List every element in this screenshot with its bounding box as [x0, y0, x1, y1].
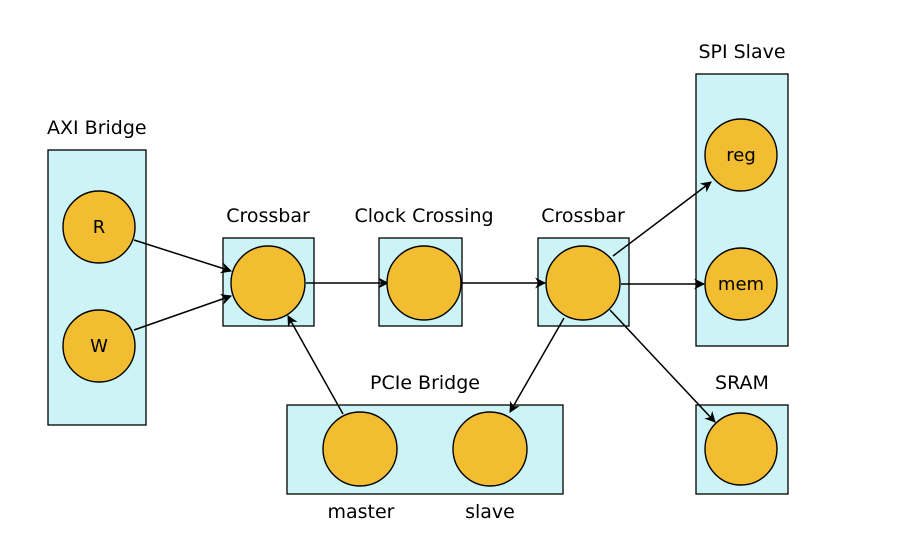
edge-crossbar-2-to-pcie-slave — [509, 317, 565, 413]
clock-crossing-node — [386, 245, 462, 321]
crossbar-1-label: Crossbar — [226, 205, 310, 227]
pcie-master-label: master — [327, 501, 394, 523]
sram-label: SRAM — [715, 372, 769, 394]
edge-w-to-crossbar-1 — [133, 294, 233, 331]
axi-bridge-label: AXI Bridge — [47, 117, 147, 139]
axi-w-node — [62, 309, 136, 383]
clock-crossing-label: Clock Crossing — [354, 205, 493, 227]
pcie-master-node — [322, 411, 398, 487]
pcie-slave-label: slave — [465, 501, 515, 523]
spi-reg-label: reg — [726, 145, 756, 166]
crossbar-1-node — [230, 245, 306, 321]
edge-crossbar-2-to-reg — [612, 181, 712, 257]
spi-mem-label: mem — [718, 274, 764, 295]
edge-pcie-master-to-crossbar-1 — [287, 315, 344, 415]
crossbar-2-node — [545, 245, 621, 321]
axi-r-label: R — [93, 217, 106, 238]
edge-crossbar-2-to-sram — [609, 309, 716, 423]
crossbar-2-label: Crossbar — [541, 205, 625, 227]
axi-w-label: W — [90, 336, 108, 357]
pcie-bridge-label: PCIe Bridge — [370, 372, 480, 394]
edge-r-to-crossbar-1 — [133, 239, 233, 274]
spi-slave-label: SPI Slave — [698, 41, 785, 63]
sram-node — [704, 412, 778, 486]
pcie-slave-node — [452, 411, 528, 487]
spi-mem-node — [704, 247, 778, 321]
spi-reg-node — [704, 118, 778, 192]
axi-r-node — [62, 190, 136, 264]
